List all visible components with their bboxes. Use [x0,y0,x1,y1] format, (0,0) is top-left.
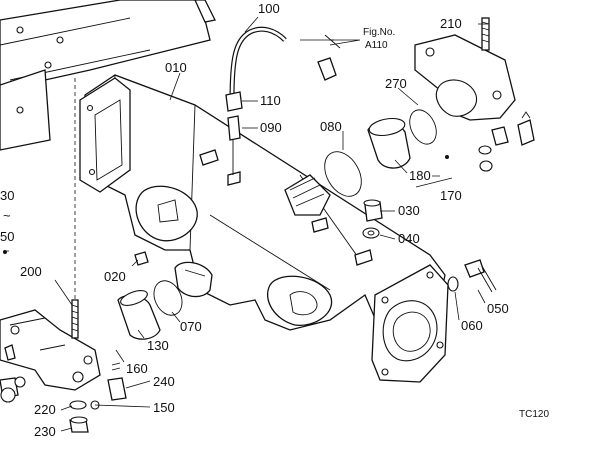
callout-240: 240 [153,374,175,389]
callout-labels: 010 020 030 040 050 060 070 080 090 100 … [20,1,509,439]
washer-060 [447,276,459,292]
callout-220: 220 [34,402,56,417]
range-tilde: ~ [3,208,11,223]
callout-180: 180 [409,168,431,183]
left-knuckle-arm [0,309,101,403]
figure-ref-line2: A110 [365,40,388,51]
washer-040 [362,227,380,239]
callout-270: 270 [385,76,407,91]
oring-080 [324,151,362,197]
callout-020: 020 [104,269,126,284]
callout-040: 040 [398,231,420,246]
oring-270 [409,109,437,145]
lower-hardware [69,362,127,433]
callout-200: 200 [20,264,42,279]
figure-reference: Fig.No. A110 [363,27,395,51]
axle-housing [79,74,449,383]
breather-hose [225,26,341,175]
stud-bolt [71,78,79,339]
callout-170: 170 [440,188,462,203]
plug-030 [363,199,383,222]
range-top: 30 [0,188,14,203]
grease-nipple-020 [134,251,149,266]
oring-070 [153,280,183,316]
callout-150: 150 [153,400,175,415]
callout-100: 100 [258,1,280,16]
callout-070: 070 [180,319,202,334]
leader-lines [7,16,488,432]
callout-160: 160 [126,361,148,376]
corner-code: TC120 [519,409,549,420]
callout-110: 110 [260,93,281,108]
callout-230: 230 [34,424,56,439]
bolt-050 [464,259,497,293]
range-bottom: 50 [0,229,14,244]
bushing-180 [367,117,411,169]
callout-210: 210 [440,16,462,31]
callout-030: 030 [398,203,420,218]
range-indicator: 30 ~ 50 [0,155,449,254]
knuckle-arm-210 [414,17,516,121]
right-fittings [478,111,535,172]
bushing-130 [117,290,161,340]
callout-130: 130 [147,338,169,353]
tractor-frame [0,0,216,151]
callout-060: 060 [461,318,483,333]
bushing-left [174,261,213,298]
figure-ref-line1: Fig.No. [363,27,395,38]
callout-010: 010 [165,60,187,75]
callout-050: 050 [487,301,509,316]
callout-090: 090 [260,120,282,135]
callout-080: 080 [320,119,342,134]
